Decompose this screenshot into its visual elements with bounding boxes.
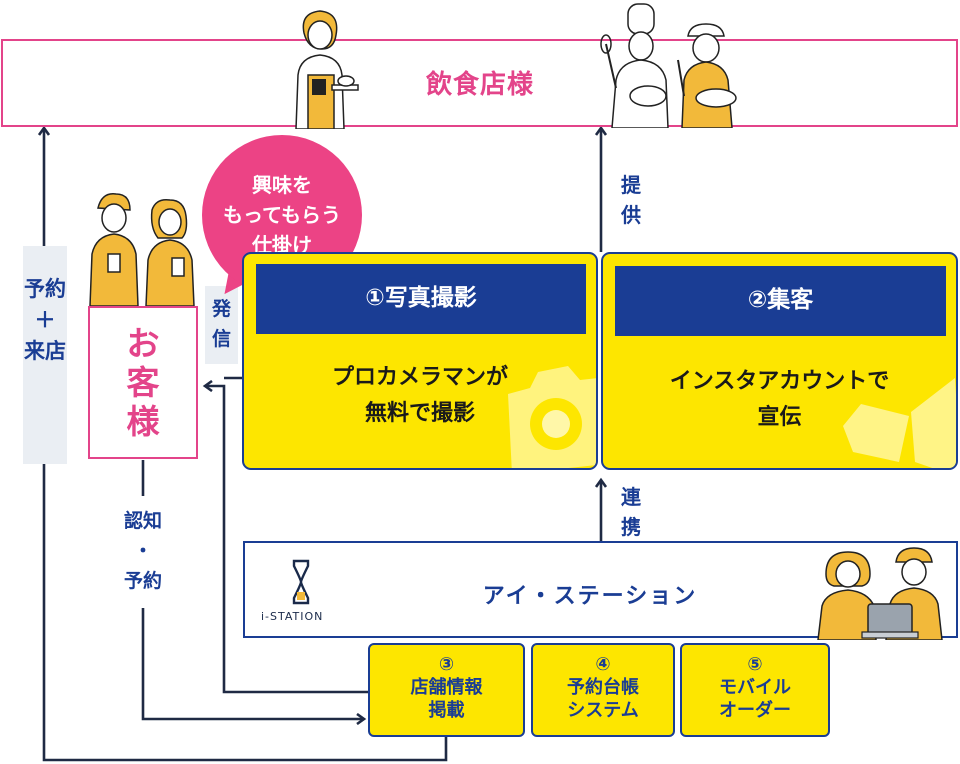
interest-bubble-text: 興味を もってもらう 仕掛け (223, 173, 341, 257)
customer-label: お 客 様 (126, 324, 160, 441)
attract-customers-card: ②集客 インスタアカウントで 宣伝 (601, 252, 958, 470)
photo-shoot-title: ①写真撮影 (256, 264, 586, 334)
i-station-logo-icon (292, 559, 310, 605)
reservation-system-card: ④ 予約台帳 システム (531, 643, 675, 737)
recognize-reserve-label: 認知 ・ 予約 (122, 496, 164, 608)
restaurant-box (1, 39, 958, 127)
mobile-order-card: ⑤ モバイル オーダー (680, 643, 830, 737)
photo-shoot-card: ①写真撮影 プロカメラマンが 無料で撮影 (242, 252, 598, 470)
provide-label: 提 供 (621, 173, 641, 227)
staff-illustration (817, 547, 943, 640)
link-label: 連 携 (621, 485, 641, 539)
i-station-logo-text: i-STATION (261, 610, 324, 623)
send-label: 発 信 (205, 286, 238, 364)
send-from-service-arrow (207, 386, 368, 694)
photo-shoot-body: プロカメラマンが 無料で撮影 (331, 365, 508, 426)
i-station-label: アイ・ステーション (482, 584, 698, 609)
customers-illustration (89, 193, 195, 306)
reserve-visit-label: 予約 ＋ 来店 (23, 246, 67, 464)
megaphone-icon (843, 378, 956, 468)
customer-box (88, 306, 198, 459)
restaurant-label: 飲食店様 (425, 70, 534, 100)
waitress-illustration (295, 10, 359, 129)
chefs-illustration (600, 3, 737, 128)
attract-customers-body: インスタアカウントで 宣伝 (669, 369, 890, 430)
camera-icon (508, 366, 596, 468)
attract-customers-title: ②集客 (615, 266, 946, 336)
store-listing-card: ③ 店舗情報 掲載 (368, 643, 525, 737)
